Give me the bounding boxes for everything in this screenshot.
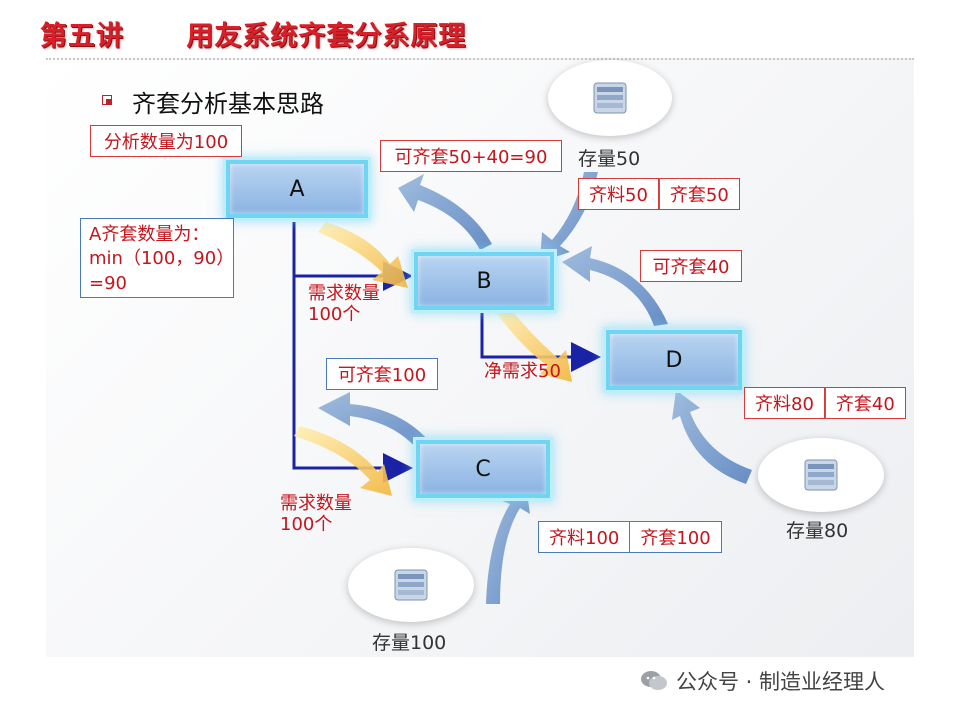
storage-100-label: 存量100 [372,632,447,654]
demand-b-label: 需求数量 100个 [308,283,380,325]
demand-b-line-1: 需求数量 [308,283,380,304]
storage-50 [548,60,672,136]
demand-c-label: 需求数量 100个 [280,493,352,535]
storage-building-icon [394,569,428,601]
demand-arrow-a-b [318,222,408,288]
storage-100 [348,548,474,622]
storage-50-label: 存量50 [578,148,641,170]
watermark-text: 公众号 · 制造业经理人 [676,670,886,694]
node-d: D [606,330,742,390]
storage-80 [758,438,884,512]
kit-arrow-b-a [398,174,492,250]
d-kit-cell: 齐套40 [824,387,906,419]
node-c: C [416,440,550,498]
b-kit-box: 可齐套50+40=90 [380,140,562,172]
demand-c-line-1: 需求数量 [280,493,352,514]
storage-80-label: 存量80 [786,520,849,542]
kit-arrow-d-b [562,246,668,326]
demand-c-line-2: 100个 [280,513,333,535]
a-kit-line-2: min（100，90） [89,248,235,270]
b-kit-cell: 齐套50 [658,178,740,210]
storage-arrow-100-c [486,486,530,604]
net-demand-label: 净需求50 [484,361,561,382]
lecture-title: 第五讲 用友系统齐套分系原理 [40,21,467,52]
c-material-cell: 齐料100 [538,521,630,553]
node-a: A [226,160,368,218]
kit-arrow-c-a [318,392,430,450]
d-kit-box: 可齐套40 [640,250,742,282]
wechat-watermark: 公众号 · 制造业经理人 [640,666,885,696]
b-material-kit-pair: 齐料50 齐套50 [578,178,740,210]
node-b: B [414,252,554,310]
demand-arrow-a-c [294,426,392,496]
b-material-cell: 齐料50 [578,178,659,210]
c-kit-cell: 齐套100 [629,521,722,553]
wechat-icon [641,671,667,690]
c-kit-box: 可齐套100 [326,358,438,390]
a-kit-quantity-box: A齐套数量为： min（100，90） =90 [80,218,234,298]
slide-heading: 齐套分析基本思路 [132,90,324,118]
storage-arrow-80-d [672,390,752,484]
d-material-cell: 齐料80 [744,387,825,419]
bullet-icon [102,95,112,105]
d-material-kit-pair: 齐料80 齐套40 [744,387,906,419]
c-material-kit-pair: 齐料100 齐套100 [538,521,722,553]
a-kit-line-3: =90 [89,272,127,294]
storage-building-icon [593,82,627,114]
demand-arrow-b-d [496,306,572,382]
storage-building-icon [804,459,838,491]
a-kit-line-1: A齐套数量为： [89,224,210,245]
demand-b-line-2: 100个 [308,303,361,325]
analysis-quantity-box: 分析数量为100 [90,125,242,157]
